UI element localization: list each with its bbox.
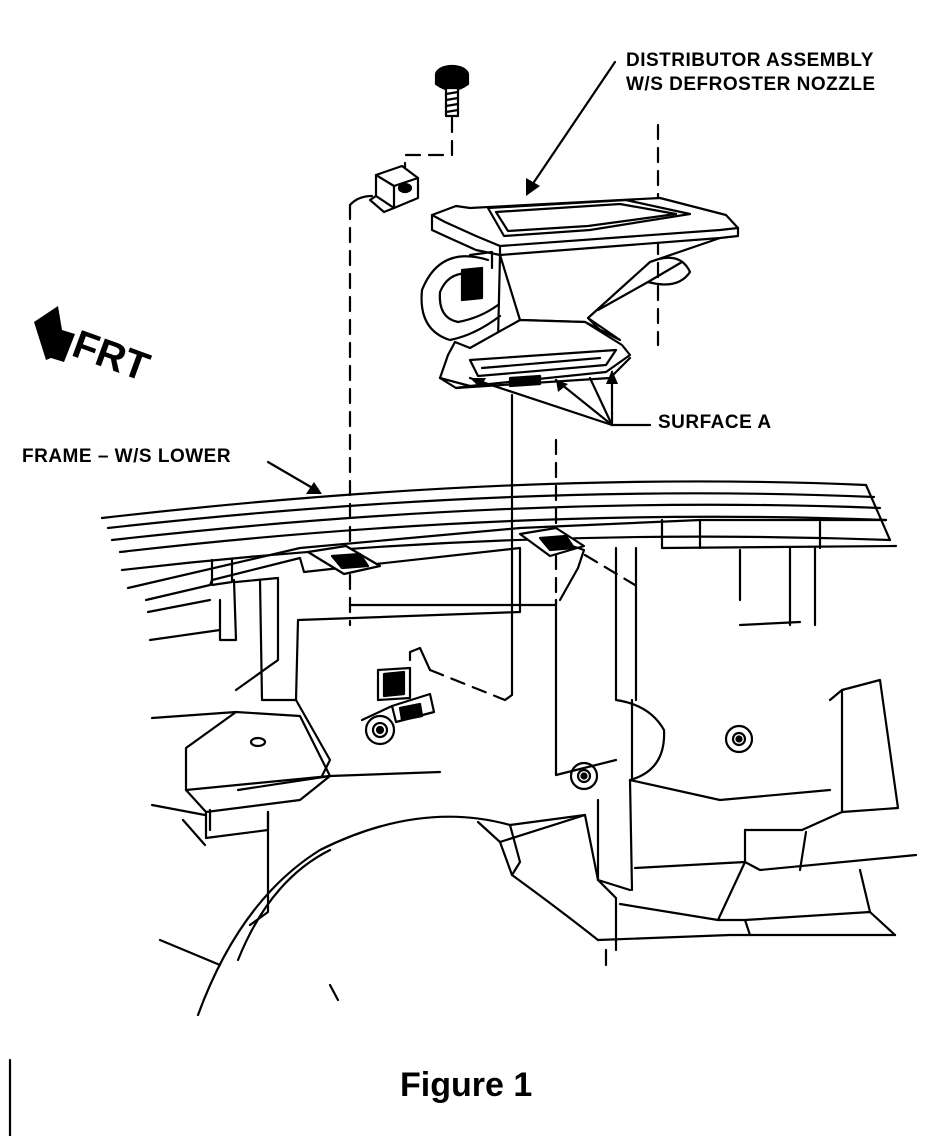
figure-caption: Figure 1 — [400, 1066, 533, 1104]
distributor-label-line1: DISTRIBUTOR ASSEMBLY — [626, 50, 874, 71]
distributor-assembly — [420, 196, 740, 390]
clip-nut-icon — [368, 164, 420, 214]
clip-lead-line — [348, 194, 374, 207]
distributor-leader-line — [528, 60, 617, 190]
mounting-bracket-left — [306, 544, 382, 576]
front-direction-arrow-icon: FRT — [34, 306, 155, 390]
distributor-leader-arrow-icon — [526, 178, 540, 196]
sensor-lead-line — [408, 646, 432, 672]
dashboard-curve — [158, 813, 600, 1017]
distributor-label-line2: W/S DEFROSTER NOZZLE — [626, 74, 876, 95]
sensor-connector-icon — [360, 666, 436, 724]
bolt-hole-icon — [724, 724, 754, 754]
distributor-assembly-label: DISTRIBUTOR ASSEMBLY W/S DEFROSTER NOZZL… — [626, 49, 876, 97]
frame-leader-arrow-icon — [306, 482, 322, 494]
surface-a-label: SURFACE A — [658, 412, 772, 433]
body-structure — [146, 546, 918, 967]
bolt-hole-icon — [364, 714, 396, 746]
bracket-connector-line — [348, 598, 558, 607]
nozzle-lead-line — [503, 393, 514, 702]
front-direction-label: FRT — [67, 322, 155, 390]
mounting-bracket-right — [518, 526, 586, 602]
bolt-hole-icon — [569, 761, 599, 791]
frame-label: FRAME – W/S LOWER — [22, 446, 232, 467]
surface-a-leaders — [468, 370, 652, 427]
windshield-lower-frame — [100, 480, 898, 602]
frame-leader-line — [266, 460, 318, 492]
screw-icon — [434, 64, 470, 118]
